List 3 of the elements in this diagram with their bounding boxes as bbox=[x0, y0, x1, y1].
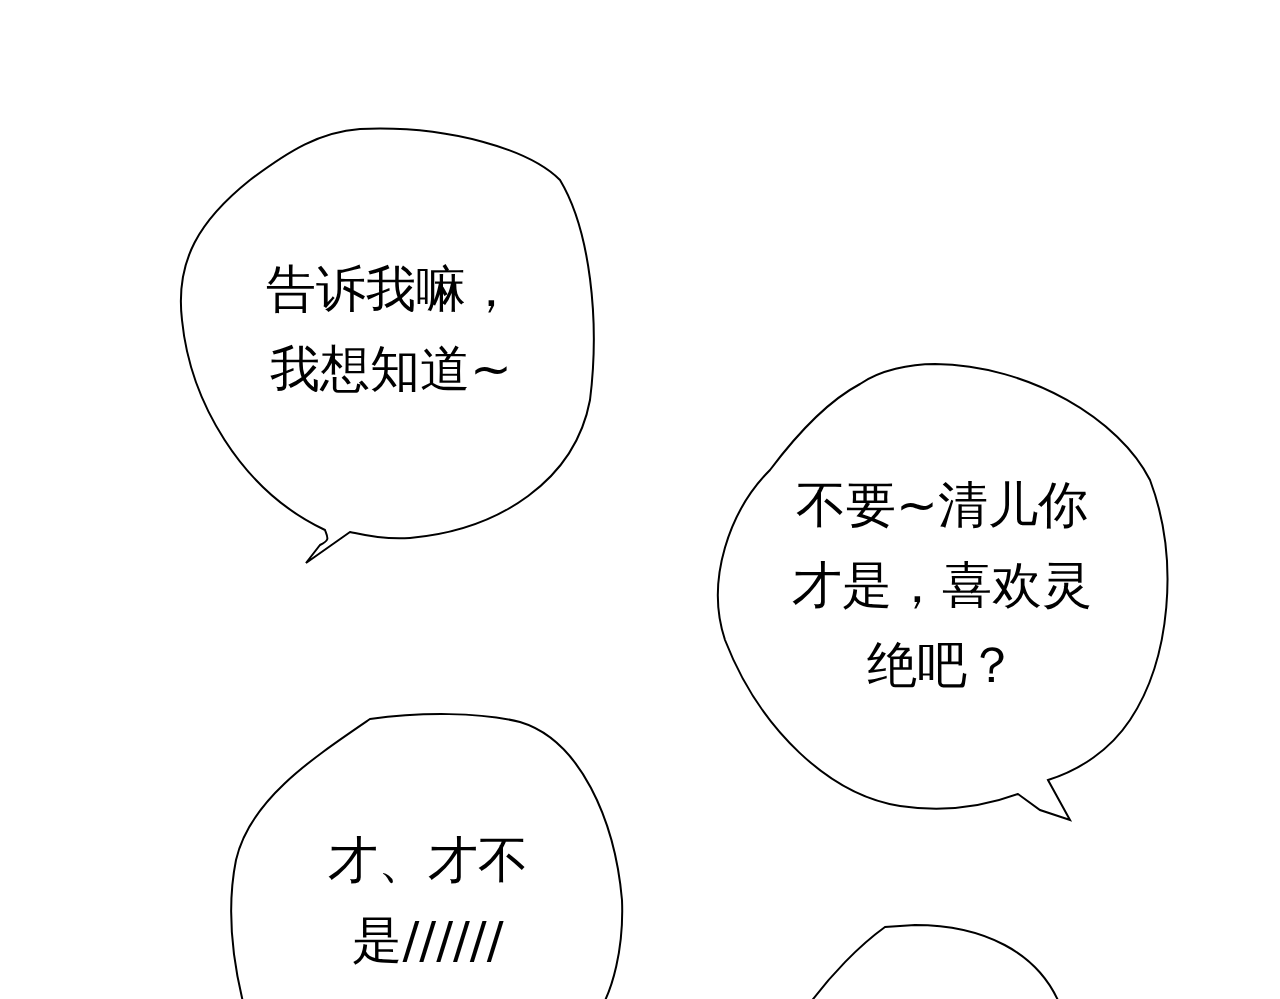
dialogue-text: 告诉我嘛，我想知道~ bbox=[265, 259, 517, 400]
dialogue-text: 不要~清儿你才是，喜欢灵绝吧？ bbox=[791, 475, 1093, 696]
dialogue-text: 才、才不是////// bbox=[327, 830, 529, 971]
